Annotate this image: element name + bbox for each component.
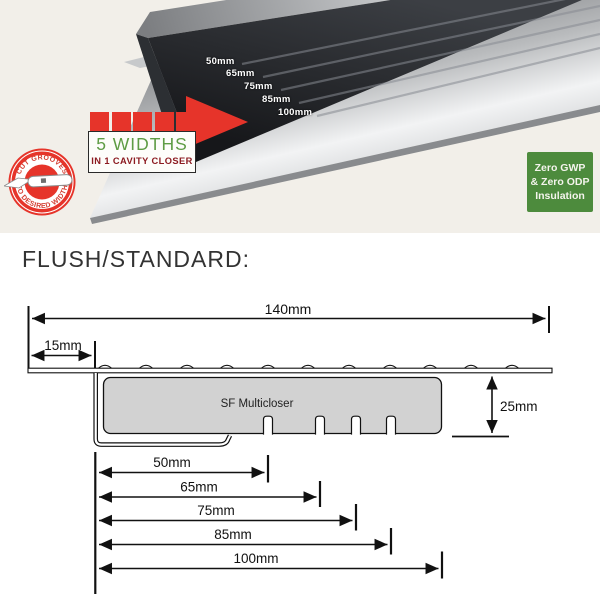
red-square-icon xyxy=(133,112,152,131)
width-label-100mm: 100mm xyxy=(278,107,313,118)
sheet-front-edge xyxy=(90,105,600,224)
width-label-85mm: 85mm xyxy=(262,94,291,105)
block-top-face xyxy=(136,0,391,38)
width-label-65mm: 65mm xyxy=(226,68,255,79)
eco-badge-line2: & Zero ODP xyxy=(530,175,590,188)
block-front-face xyxy=(148,0,582,162)
product-photo-section: 50mm 65mm 75mm 85mm 100mm 5 WIDTHS IN 1 … xyxy=(0,0,600,233)
dim-width-75-label: 75mm xyxy=(197,503,235,518)
five-widths-callout: 5 WIDTHS IN 1 CAVITY CLOSER xyxy=(88,131,196,173)
cut-grooves-stamp: CUT GROOVES TO DESIRED WIDTH xyxy=(4,148,76,216)
cut-grooves xyxy=(241,0,600,118)
groove-notches xyxy=(262,415,397,435)
dim-overall-width: 140mm xyxy=(27,301,550,368)
red-square-icon xyxy=(90,112,109,131)
product-name-label: SF Multicloser xyxy=(221,398,294,410)
dim-overall-label: 140mm xyxy=(265,301,312,317)
dim-offset-label: 15mm xyxy=(44,338,82,353)
red-square-icon xyxy=(154,112,174,131)
eco-badge-line1: Zero GWP xyxy=(534,161,586,174)
dim-width-50-label: 50mm xyxy=(153,455,191,470)
dim-depth-label: 25mm xyxy=(500,399,538,414)
dim-width-100: 100mm xyxy=(99,551,444,579)
callout-headline: 5 WIDTHS xyxy=(96,134,188,154)
dim-depth: 25mm xyxy=(452,376,538,438)
dim-width-75: 75mm xyxy=(99,503,358,531)
channel-profile xyxy=(93,373,233,447)
dim-width-50: 50mm xyxy=(99,455,270,483)
eco-insulation-badge: Zero GWP & Zero ODP Insulation xyxy=(527,152,593,212)
dim-width-100-label: 100mm xyxy=(233,551,278,566)
five-squares-icon xyxy=(90,112,195,131)
callout-subline: IN 1 CAVITY CLOSER xyxy=(91,156,193,166)
width-label-50mm: 50mm xyxy=(206,56,235,67)
product-3d-render xyxy=(0,0,600,233)
dim-width-85-label: 85mm xyxy=(214,527,252,542)
flange-profile xyxy=(27,367,553,374)
dim-width-85: 85mm xyxy=(99,527,393,555)
dim-left-offset: 15mm xyxy=(31,338,96,368)
eco-badge-line3: Insulation xyxy=(535,190,585,203)
dim-width-65: 65mm xyxy=(99,480,322,507)
red-square-icon xyxy=(176,112,195,131)
utility-knife-icon xyxy=(4,174,73,189)
dim-width-65-label: 65mm xyxy=(180,480,218,495)
red-square-icon xyxy=(111,112,131,131)
flange-bumps xyxy=(98,364,519,369)
width-label-75mm: 75mm xyxy=(244,81,273,92)
diagram-heading: FLUSH/STANDARD: xyxy=(22,246,250,272)
